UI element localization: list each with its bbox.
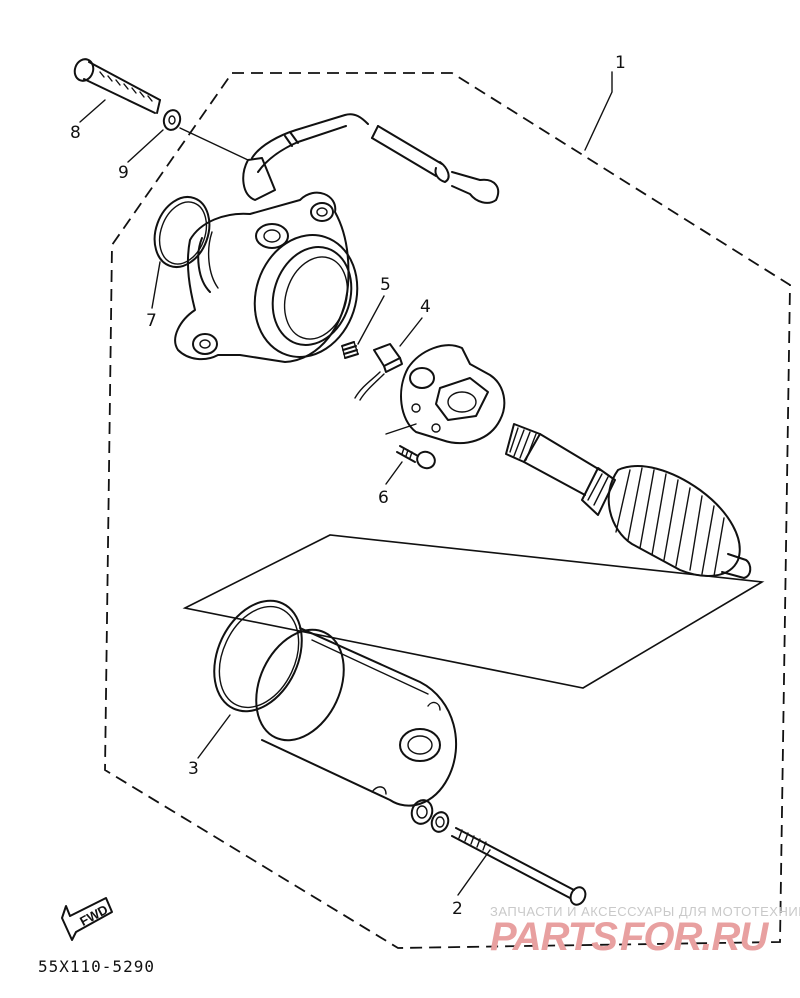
watermark-logo-part2: FOR.RU (620, 915, 769, 959)
brush-holder-plate (385, 344, 506, 445)
callout-1: 1 (615, 53, 626, 73)
callout-7: 7 (146, 311, 157, 331)
callout-6: 6 (378, 488, 389, 508)
part-5-spring (341, 341, 359, 359)
fwd-label: FWD (77, 902, 110, 929)
part-2-through-bolt (451, 827, 587, 906)
part-7-o-ring (153, 196, 211, 268)
callout-3: 3 (188, 759, 199, 779)
watermark-tagline: ЗАПЧАСТИ И АКСЕССУАРЫ ДЛЯ МОТОТЕХНИКИ (490, 904, 800, 919)
terminal-rod (371, 125, 500, 204)
part-4-brush (354, 343, 403, 401)
drawing-code: 55X110-5290 (38, 957, 155, 976)
callout-5: 5 (380, 275, 391, 295)
leader-lines (79, 71, 613, 896)
armature (505, 423, 752, 579)
callout-8: 8 (70, 123, 81, 143)
callout-9: 9 (118, 163, 129, 183)
callout-4: 4 (420, 297, 431, 317)
part-9-washer (162, 109, 182, 131)
armature-group-outline (182, 534, 765, 689)
watermark-logo: PARTS FOR.RU (490, 915, 770, 959)
assembly-boundary (104, 72, 791, 949)
part-8-bolt (73, 58, 161, 114)
watermark-logo-part1: PARTS (490, 915, 618, 959)
fwd-arrow-icon: FWD (61, 897, 113, 941)
part-3-o-ring (213, 599, 303, 713)
yoke-washers (410, 799, 450, 833)
front-cover (174, 113, 369, 363)
callout-2: 2 (452, 899, 463, 919)
yoke-housing (255, 627, 458, 807)
part-6-screw (396, 445, 436, 470)
